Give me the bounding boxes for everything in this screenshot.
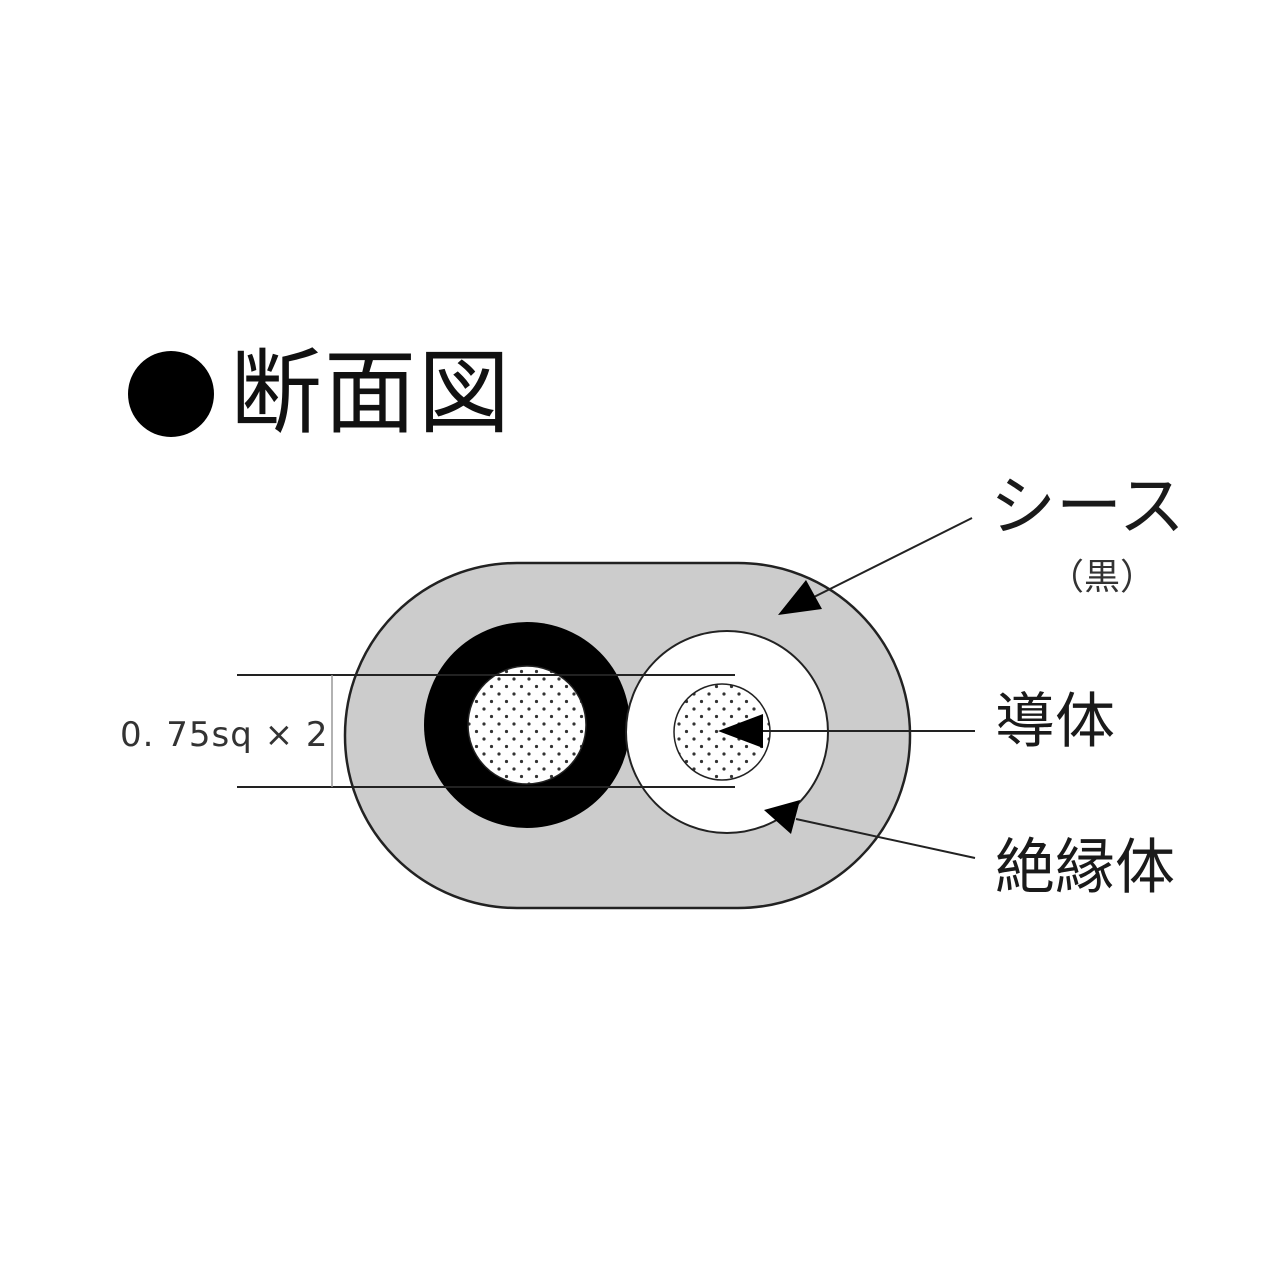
section-heading: 断面図 (128, 338, 512, 450)
black-circle-bullet-icon (128, 351, 214, 437)
sheath-arrow-icon (778, 580, 822, 615)
sheath-label: シース (990, 468, 1185, 545)
left-conductor (467, 665, 587, 785)
conductor-arrow-icon (718, 714, 763, 748)
insulator-arrow-icon (764, 800, 800, 834)
sheath-color-label: （黒） (1048, 557, 1157, 598)
heading-title: 断面図 (230, 340, 513, 447)
sheath-leader-line (811, 517, 973, 599)
conductor-size-label: 0. 75sq × 2 (120, 715, 329, 755)
conductor-label: 導体 (995, 687, 1115, 757)
insulator-leader-line (795, 818, 976, 859)
insulator-label: 絶縁体 (995, 833, 1175, 903)
